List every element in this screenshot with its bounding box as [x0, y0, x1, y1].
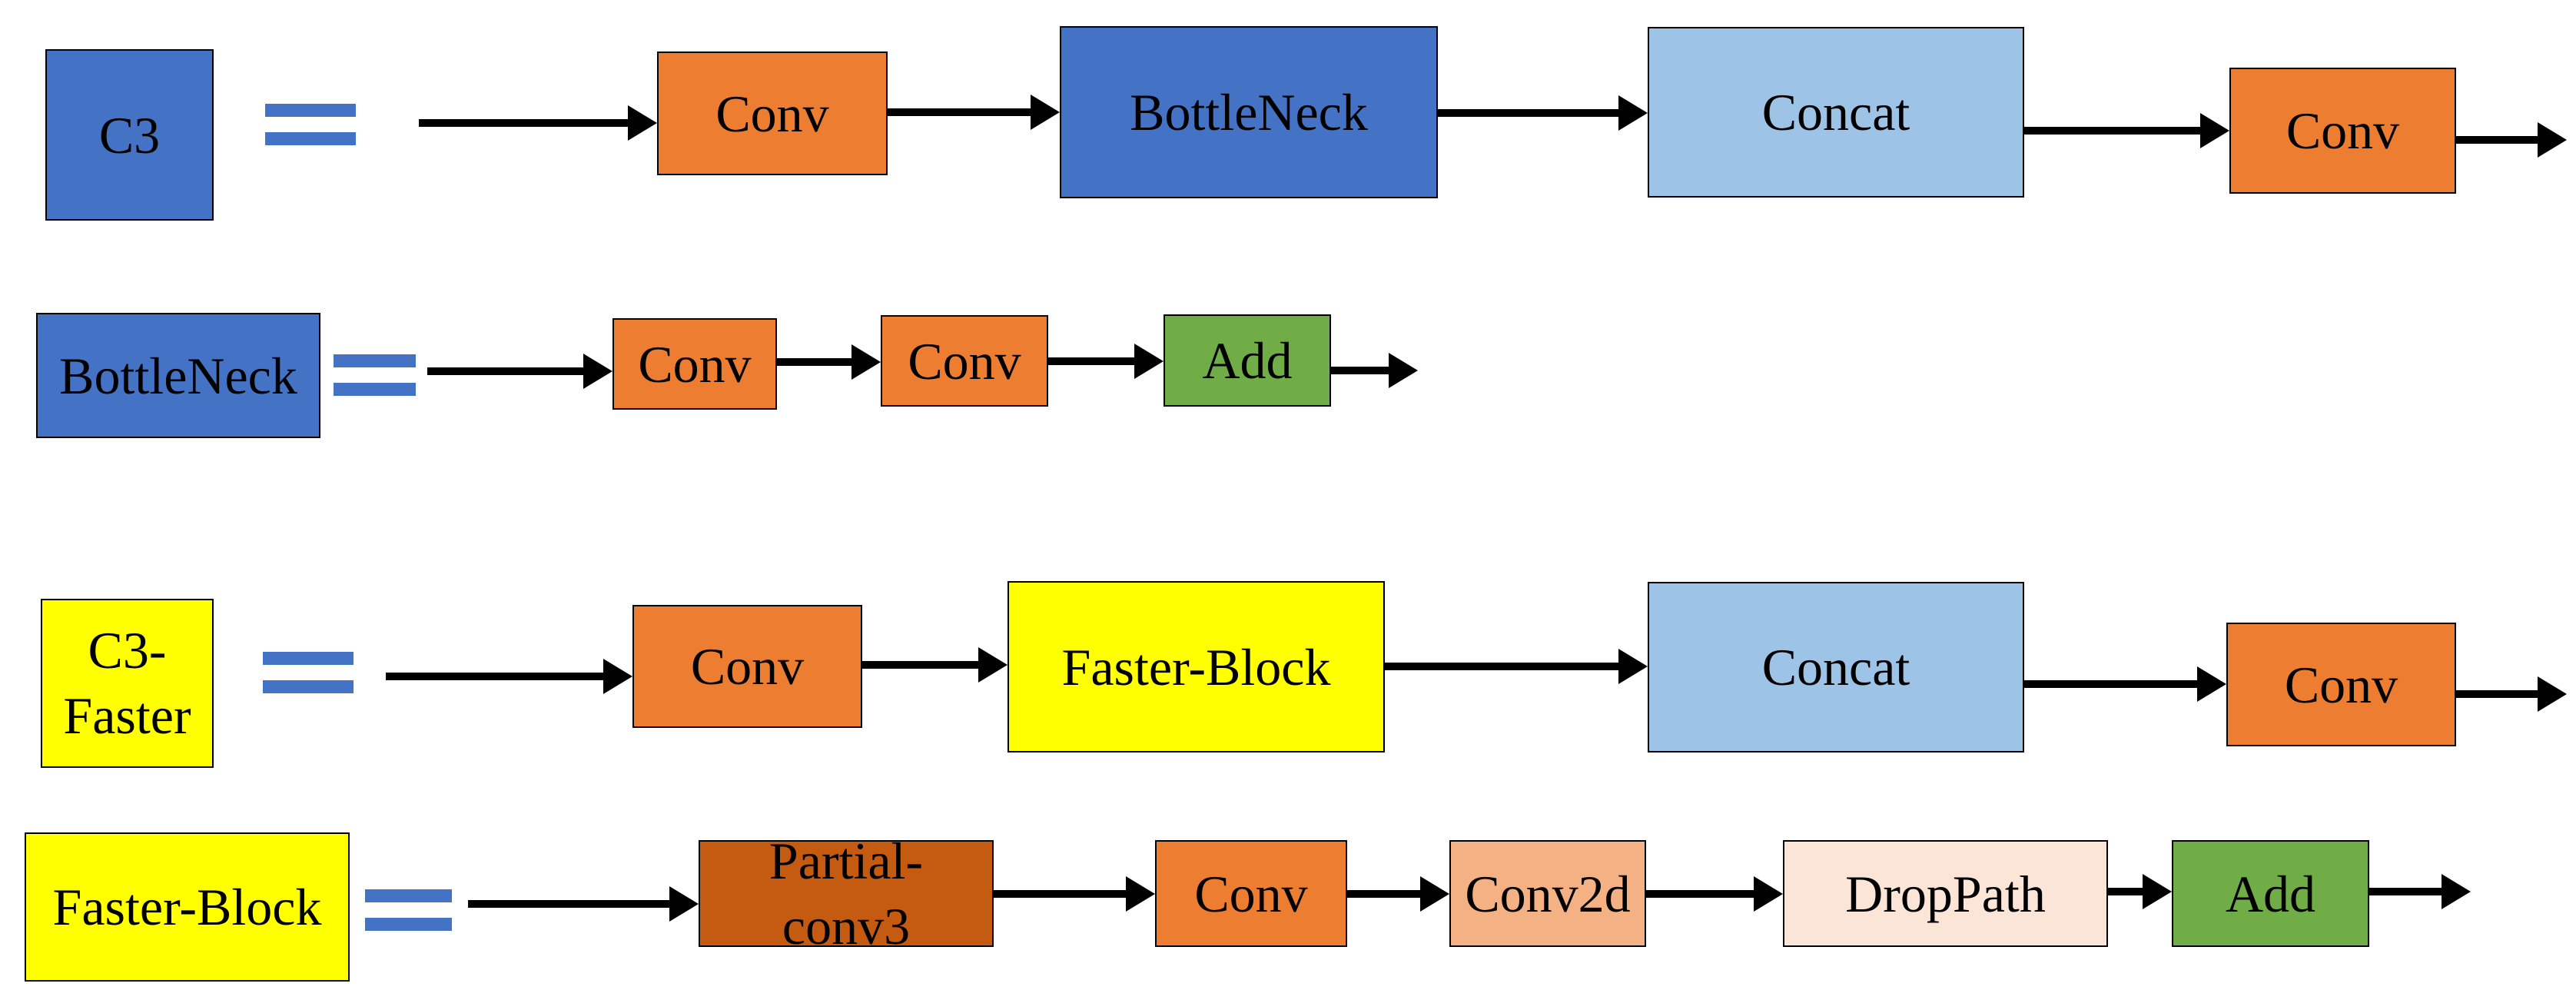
- equals-bar: [263, 652, 354, 665]
- arrow-shaft: [2108, 888, 2144, 895]
- box-add-2: Add: [2172, 840, 2369, 947]
- box-label: DropPath: [1845, 864, 2046, 923]
- arrow-head: [1420, 876, 1449, 912]
- arrow-head: [1754, 876, 1783, 912]
- box-label: Conv: [2284, 655, 2398, 714]
- box-conv-2: Conv: [2229, 68, 2456, 194]
- box-label: Add: [1202, 331, 1293, 390]
- arrow-head: [2200, 113, 2229, 148]
- box-c3: C3: [45, 49, 214, 221]
- arrow-head: [2442, 874, 2471, 909]
- arrow-shaft: [419, 119, 629, 127]
- box-conv2d: Conv2d: [1449, 840, 1646, 947]
- box-label: Faster-Block: [52, 878, 322, 936]
- arrow-shaft: [2024, 680, 2199, 688]
- equals-bar: [265, 132, 356, 145]
- box-add-1: Add: [1164, 314, 1331, 407]
- arrow-head: [1618, 95, 1648, 131]
- box-bottleneck-1: BottleNeck: [1060, 26, 1438, 198]
- arrow-head: [583, 354, 612, 389]
- box-concat-1: Concat: [1648, 27, 2024, 198]
- box-conv-4: Conv: [881, 315, 1048, 407]
- arrow-shaft: [1385, 663, 1620, 670]
- box-label: C3-: [88, 621, 167, 679]
- box-concat-2: Concat: [1648, 582, 2024, 752]
- box-label: BottleNeck: [59, 346, 297, 405]
- box-conv-5: Conv: [632, 605, 862, 728]
- arrow-shaft: [2369, 888, 2443, 895]
- box-bottleneck-2: BottleNeck: [36, 313, 320, 438]
- arrow-shaft: [1646, 890, 1755, 898]
- box-label: Conv: [638, 334, 752, 394]
- arrow-shaft: [2456, 136, 2539, 144]
- equals-bar: [334, 354, 416, 367]
- box-partial-conv3: Partial-conv3: [699, 832, 994, 955]
- arrow-head: [669, 886, 699, 922]
- box-label: Concat: [1761, 83, 1910, 141]
- arrow-shaft: [1347, 890, 1422, 898]
- equals-bar: [265, 104, 356, 117]
- equals-bar: [365, 889, 452, 902]
- arrow-shaft: [1331, 367, 1390, 374]
- equals-row4-equals-icon: [365, 889, 452, 931]
- arrow-head: [1031, 95, 1060, 130]
- box-label: Conv: [715, 84, 829, 143]
- box-faster-block-2: Faster-Block: [25, 832, 350, 982]
- arrow-head: [603, 659, 632, 694]
- arrow-head: [2538, 122, 2567, 158]
- arrow-shaft: [427, 367, 585, 375]
- equals-bar: [263, 680, 354, 693]
- arrow-shaft: [888, 108, 1032, 116]
- equals-row1-equals-icon: [265, 104, 356, 145]
- arrow-head: [2197, 666, 2226, 702]
- box-conv-3: Conv: [612, 318, 777, 410]
- arrow-head: [1134, 344, 1164, 379]
- equals-bar: [365, 918, 452, 931]
- arrow-shaft: [386, 673, 605, 680]
- box-conv-7: Conv: [1155, 840, 1347, 947]
- arrow-shaft: [1438, 109, 1620, 117]
- box-label: BottleNeck: [1130, 83, 1368, 141]
- arrow-shaft: [2456, 690, 2539, 698]
- box-label: Conv: [690, 637, 805, 696]
- equals-row2-equals-icon: [334, 354, 416, 396]
- arrow-head: [2538, 676, 2567, 712]
- box-label: Faster: [63, 686, 191, 745]
- box-droppath: DropPath: [1783, 840, 2108, 947]
- box-label: Partial-: [768, 831, 924, 890]
- box-conv-1: Conv: [657, 51, 888, 175]
- box-label: Conv: [1194, 864, 1308, 923]
- arrow-shaft: [777, 358, 853, 366]
- arrow-shaft: [1048, 357, 1136, 365]
- box-label: Conv2d: [1465, 864, 1631, 923]
- arrow-head: [1618, 649, 1648, 684]
- arrow-head: [1389, 353, 1418, 388]
- arrow-shaft: [994, 890, 1127, 898]
- box-label: Concat: [1761, 638, 1910, 696]
- arrow-head: [978, 647, 1007, 683]
- arrow-head: [2143, 874, 2172, 909]
- box-label: C3: [98, 105, 161, 164]
- box-conv-6: Conv: [2226, 623, 2456, 746]
- box-label: Faster-Block: [1061, 637, 1331, 696]
- box-label: Conv: [2286, 101, 2400, 160]
- arrow-shaft: [468, 900, 671, 908]
- arrow-head: [628, 105, 657, 141]
- equals-row3-equals-icon: [263, 652, 354, 693]
- box-label: Add: [2225, 864, 2316, 923]
- box-c3-faster: C3- Faster: [41, 599, 214, 768]
- box-label: Conv: [908, 331, 1021, 390]
- equals-bar: [334, 383, 416, 396]
- box-faster-block-1: Faster-Block: [1007, 581, 1385, 752]
- arrow-shaft: [2024, 127, 2202, 135]
- box-label: conv3: [782, 896, 911, 955]
- arrow-shaft: [862, 661, 980, 669]
- arrow-head: [1126, 876, 1155, 912]
- arrow-head: [851, 344, 881, 380]
